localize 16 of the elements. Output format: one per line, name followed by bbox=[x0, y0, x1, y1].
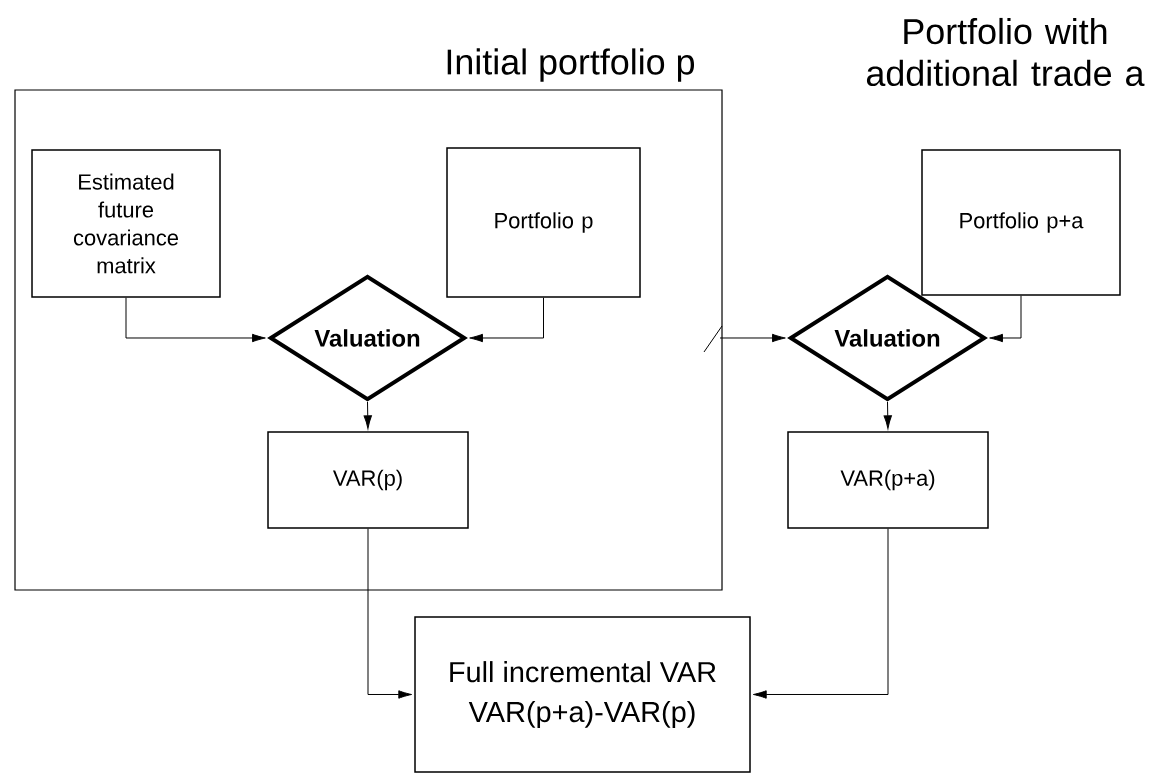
process-box: Estimated future covariance matrix bbox=[31, 149, 221, 298]
process-box: Portfolio p bbox=[446, 147, 641, 298]
arrow bbox=[703, 325, 786, 353]
node-label: Initial portfolio p bbox=[447, 48, 695, 82]
process-box: VAR(p+a) bbox=[787, 431, 989, 529]
process-box: VAR(p) bbox=[267, 431, 469, 529]
arrow bbox=[469, 297, 544, 343]
arrow bbox=[752, 528, 889, 699]
arrow bbox=[363, 401, 372, 430]
arrow bbox=[989, 295, 1022, 343]
result-box: Full incremental VAR VAR(p+a)-VAR(p) bbox=[414, 616, 751, 773]
heading: Portfolio with additional trade a bbox=[866, 17, 1145, 87]
arrow bbox=[367, 528, 413, 699]
arrow bbox=[125, 297, 266, 343]
arrow bbox=[883, 401, 892, 430]
process-box: Portfolio p+a bbox=[921, 149, 1121, 296]
